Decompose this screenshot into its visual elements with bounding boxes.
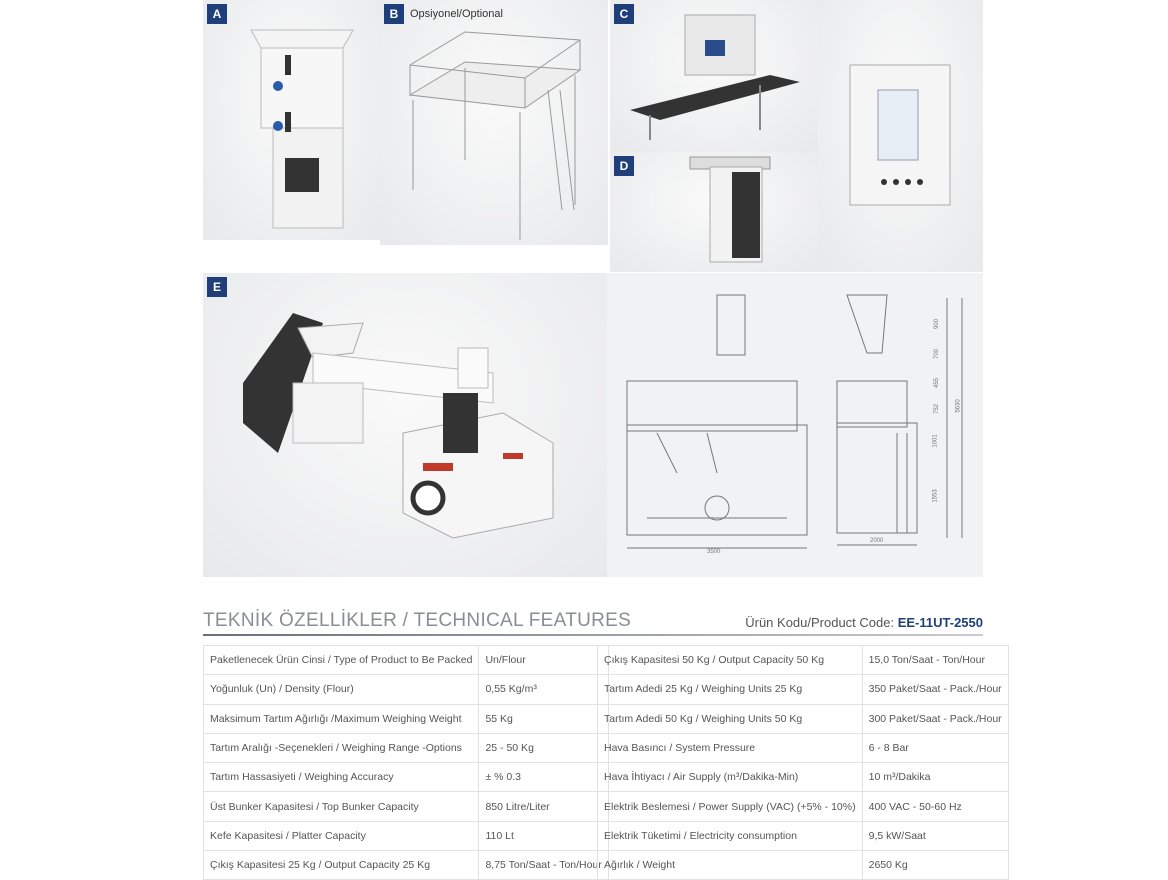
spec-label: Kefe Kapasitesi / Platter Capacity — [202, 820, 480, 852]
spec-value: 10 m³/Dakika — [861, 762, 1009, 793]
dim-label: 900 — [934, 318, 941, 330]
badge-e: E — [207, 277, 227, 297]
spec-value: 110 Lt — [478, 820, 609, 852]
spec-row: Paketlenecek Ürün Cinsi / Type of Produc… — [202, 644, 609, 676]
badge-b: B — [384, 4, 404, 24]
spec-label: Ağırlık / Weight — [597, 850, 863, 880]
spec-value: 350 Paket/Saat - Pack./Hour — [861, 674, 1009, 705]
spec-label: Tartım Hassasiyeti / Weighing Accuracy — [202, 762, 480, 793]
spec-row: Tartım Hassasiyeti / Weighing Accuracy± … — [202, 762, 609, 793]
spec-table-left: Paketlenecek Ürün Cinsi / Type of Produc… — [202, 644, 609, 880]
spec-row: Yoğunluk (Un) / Density (Flour)0,55 Kg/m… — [202, 674, 609, 705]
panel-b-platform: B Opsiyonel/Optional — [380, 0, 608, 245]
panel-control-cabinet — [818, 0, 983, 272]
product-code-value: EE-11UT-2550 — [897, 615, 983, 630]
spec-label: Tartım Adedi 50 Kg / Weighing Units 50 K… — [597, 703, 863, 734]
spec-label: Tartım Adedi 25 Kg / Weighing Units 25 K… — [597, 674, 863, 705]
dim-label: 700 — [934, 348, 941, 360]
spec-value: ± % 0.3 — [478, 762, 609, 793]
spec-label: Maksimum Tartım Ağırlığı /Maximum Weighi… — [202, 703, 480, 734]
spec-row: Üst Bunker Kapasitesi / Top Bunker Capac… — [202, 791, 609, 822]
spec-label: Hava İhtiyacı / Air Supply (m³/Dakika-Mi… — [597, 762, 863, 793]
spec-label: Paketlenecek Ürün Cinsi / Type of Produc… — [202, 644, 480, 676]
spec-label: Tartım Aralığı -Seçenekleri / Weighing R… — [202, 732, 480, 764]
optional-label: Opsiyonel/Optional — [410, 8, 503, 20]
spec-value: 9,5 kW/Saat — [861, 820, 1009, 852]
spec-label: Üst Bunker Kapasitesi / Top Bunker Capac… — [202, 791, 480, 822]
weighing-machine-illustration — [243, 313, 554, 539]
panel-d-sewing: D — [610, 152, 818, 272]
spec-label: Çıkış Kapasitesi 25 Kg / Output Capacity… — [202, 850, 480, 880]
spec-value: 850 Litre/Liter — [478, 791, 609, 822]
dim-label: 2000 — [870, 538, 884, 544]
spec-label: Elektrik Beslemesi / Power Supply (VAC) … — [597, 791, 863, 822]
spec-row: Çıkış Kapasitesi 25 Kg / Output Capacity… — [202, 850, 609, 880]
spec-table-right: Çıkış Kapasitesi 50 Kg / Output Capacity… — [597, 644, 1009, 880]
dim-label: 752 — [934, 403, 941, 415]
spec-value: 6 - 8 Bar — [861, 732, 1009, 764]
conveyor-illustration — [630, 14, 800, 140]
spec-value: 25 - 50 Kg — [478, 732, 609, 764]
title-divider — [203, 634, 983, 636]
spec-value: 0,55 Kg/m³ — [478, 674, 609, 705]
dim-label: 5630 — [955, 399, 962, 413]
spec-value: Un/Flour — [478, 644, 609, 676]
badge-d: D — [614, 156, 634, 176]
spec-row: Maksimum Tartım Ağırlığı /Maximum Weighi… — [202, 703, 609, 734]
spec-row: Tartım Adedi 25 Kg / Weighing Units 25 K… — [597, 674, 1009, 705]
spec-label: Yoğunluk (Un) / Density (Flour) — [202, 674, 480, 705]
spec-value: 400 VAC - 50-60 Hz — [861, 791, 1009, 822]
section-title: TEKNİK ÖZELLİKLER / TECHNICAL FEATURES — [203, 610, 632, 631]
spec-value: 55 Kg — [478, 703, 609, 734]
spec-value: 2650 Kg — [861, 850, 1009, 880]
platform-illustration — [408, 31, 582, 240]
badge-c: C — [614, 4, 634, 24]
panel-e-machine: E — [203, 273, 607, 577]
panel-c-conveyor: C — [610, 0, 818, 152]
sewing-unit-illustration — [689, 156, 771, 263]
spec-value: 15,0 Ton/Saat - Ton/Hour — [861, 644, 1009, 676]
hopper-illustration — [250, 29, 354, 229]
panel-a-hopper: A — [203, 0, 380, 240]
spec-label: Çıkış Kapasitesi 50 Kg / Output Capacity… — [597, 644, 863, 676]
technical-drawing — [626, 294, 963, 549]
spec-row: Çıkış Kapasitesi 50 Kg / Output Capacity… — [597, 644, 1009, 676]
spec-row: Tartım Adedi 50 Kg / Weighing Units 50 K… — [597, 703, 1009, 734]
spec-row: Tartım Aralığı -Seçenekleri / Weighing R… — [202, 732, 609, 764]
product-code: Ürün Kodu/Product Code: EE-11UT-2550 — [745, 615, 983, 630]
spec-row: Elektrik Tüketimi / Electricity consumpt… — [597, 820, 1009, 852]
spec-value: 8,75 Ton/Saat - Ton/Hour — [478, 850, 609, 880]
dim-label: 3500 — [707, 549, 721, 555]
badge-a: A — [207, 4, 227, 24]
spec-row: Elektrik Beslemesi / Power Supply (VAC) … — [597, 791, 1009, 822]
spec-label: Elektrik Tüketimi / Electricity consumpt… — [597, 820, 863, 852]
control-cabinet-illustration — [849, 64, 951, 206]
spec-row: Hava İhtiyacı / Air Supply (m³/Dakika-Mi… — [597, 762, 1009, 793]
dim-label: 1553 — [932, 489, 939, 503]
spec-label: Hava Basıncı / System Pressure — [597, 732, 863, 764]
dim-label: 455 — [934, 377, 941, 389]
product-code-label: Ürün Kodu/Product Code: — [745, 615, 898, 630]
technical-drawing-panel: 900 700 455 752 1001 1553 5630 3500 2000 — [607, 273, 983, 577]
dim-label: 1001 — [932, 434, 939, 448]
spec-value: 300 Paket/Saat - Pack./Hour — [861, 703, 1009, 734]
